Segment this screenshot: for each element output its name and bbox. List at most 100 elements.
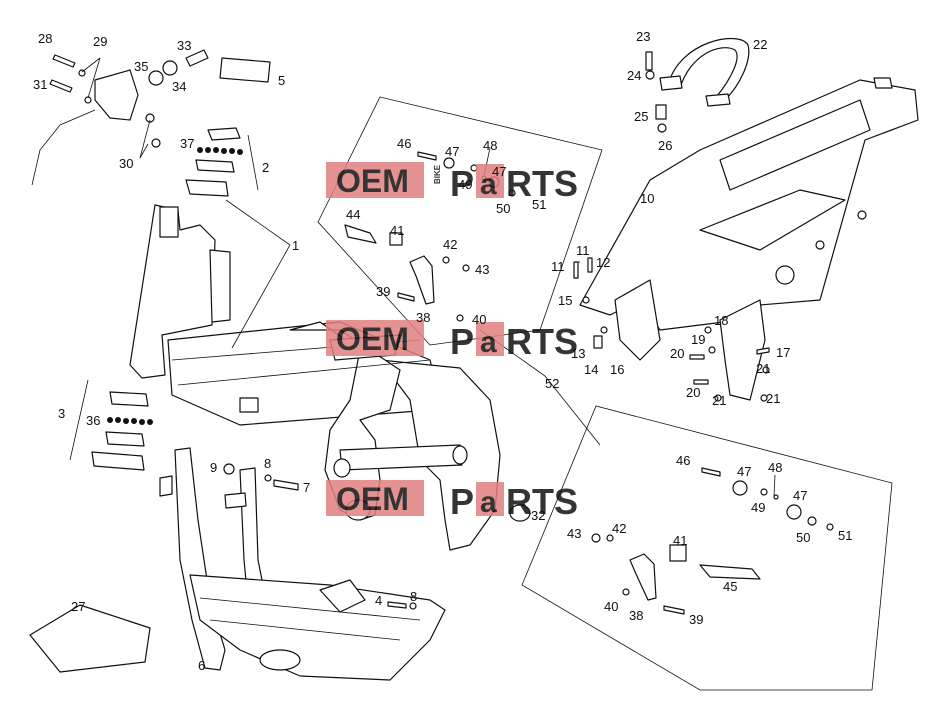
callout-label: 27 — [71, 599, 85, 614]
callout-label: 51 — [838, 528, 852, 543]
callout-label: 2 — [262, 160, 269, 175]
callout-label: 14 — [584, 362, 598, 377]
callout-label: 9 — [210, 460, 217, 475]
callout-label: 42 — [443, 237, 457, 252]
callout-label: 49 — [751, 500, 765, 515]
watermark-parts-a: a — [480, 486, 497, 519]
callout-label: 17 — [776, 345, 790, 360]
callout-label: 28 — [38, 31, 52, 46]
callout-label: 12 — [596, 255, 610, 270]
watermark-parts-rts: RTS — [506, 321, 578, 362]
watermark-parts-p: P — [450, 163, 474, 204]
watermark-oem: OEM — [336, 481, 409, 517]
callout-label: 29 — [93, 34, 107, 49]
grab-handle — [659, 37, 750, 107]
callout-label: 10 — [640, 191, 654, 206]
watermark-2: OEM P a RTS — [326, 320, 578, 362]
callout-label: 16 — [610, 362, 624, 377]
callout-label: 41 — [673, 533, 687, 548]
callout-label: 39 — [376, 284, 390, 299]
lower-cradle-frame — [159, 447, 446, 681]
callout-label: 48 — [483, 138, 497, 153]
callout-label: 7 — [303, 480, 310, 495]
callout-label: 38 — [629, 608, 643, 623]
callout-label: 13 — [571, 346, 585, 361]
callout-label: 47 — [737, 464, 751, 479]
callout-label: 46 — [676, 453, 690, 468]
callout-label: 1 — [292, 238, 299, 253]
watermark-3: OEM P a RTS — [326, 480, 578, 522]
callout-label: 46 — [397, 136, 411, 151]
lower-footrest-parts — [591, 467, 834, 615]
callout-label: 11 — [551, 259, 565, 274]
callout-label: 47 — [492, 164, 506, 179]
callout-label: 43 — [567, 526, 581, 541]
upper-footrest-parts — [344, 151, 516, 322]
callout-label: 34 — [172, 79, 186, 94]
callout-label: 26 — [658, 138, 672, 153]
watermark-parts-a: a — [480, 326, 497, 359]
callout-label: 8 — [264, 456, 271, 471]
callout-label: 37 — [180, 136, 194, 151]
callout-labels: 1 2 3 4 5 6 7 8 8 9 10 11 11 12 13 14 15… — [33, 29, 852, 673]
callout-label: 36 — [86, 413, 100, 428]
callout-label: 31 — [33, 77, 47, 92]
callout-label: 38 — [416, 310, 430, 325]
callout-label: 32 — [531, 508, 545, 523]
callout-label: 49 — [458, 177, 472, 192]
callout-label: 52 — [545, 376, 559, 391]
callout-label: 20 — [686, 385, 700, 400]
watermark-oem: OEM — [336, 163, 409, 199]
callout-label: 43 — [475, 262, 489, 277]
watermark-bike: BIKE — [433, 164, 442, 184]
watermark-parts-a: a — [480, 168, 497, 201]
callout-label: 44 — [346, 207, 360, 222]
misc-small-parts — [29, 463, 531, 673]
callout-label: 48 — [768, 460, 782, 475]
leader-lines — [81, 57, 776, 497]
callout-label: 42 — [612, 521, 626, 536]
callout-label: 22 — [753, 37, 767, 52]
callout-label: 25 — [634, 109, 648, 124]
top-left-fittings — [31, 49, 271, 186]
subframe-fasteners — [573, 51, 770, 402]
callout-label: 41 — [390, 223, 404, 238]
callout-label: 51 — [532, 197, 546, 212]
callout-label: 35 — [134, 59, 148, 74]
watermark-parts-p: P — [450, 321, 474, 362]
callout-label: 40 — [472, 312, 486, 327]
callout-label: 6 — [198, 658, 205, 673]
callout-label: 21 — [712, 393, 726, 408]
watermark-1: OEM BIKE P a RTS — [326, 162, 578, 204]
callout-label: 23 — [636, 29, 650, 44]
callout-label: 40 — [604, 599, 618, 614]
callout-label: 3 — [58, 406, 65, 421]
watermark-oem: OEM — [336, 321, 409, 357]
steering-bearing-top — [185, 127, 259, 197]
watermark-parts-rts: RTS — [506, 481, 578, 522]
callout-label: 33 — [177, 38, 191, 53]
callout-label: 30 — [119, 156, 133, 171]
callout-label: 21 — [756, 361, 770, 376]
callout-label: 11 — [576, 243, 590, 258]
lower-footrest-panel — [521, 405, 893, 691]
callout-label: 5 — [278, 73, 285, 88]
callout-label: 19 — [691, 332, 705, 347]
callout-label: 18 — [714, 313, 728, 328]
callout-label: 50 — [496, 201, 510, 216]
callout-label: 45 — [723, 579, 737, 594]
callout-label: 47 — [445, 144, 459, 159]
watermark-parts-p: P — [450, 481, 474, 522]
callout-label: 8 — [410, 589, 417, 604]
callout-label: 50 — [796, 530, 810, 545]
rear-subframe — [579, 77, 919, 401]
callout-label: 39 — [689, 612, 703, 627]
callout-label: 20 — [670, 346, 684, 361]
callout-label: 4 — [375, 593, 382, 608]
watermark-parts-rts: RTS — [506, 163, 578, 204]
callout-label: 15 — [558, 293, 572, 308]
steering-bearing-bottom — [69, 379, 153, 471]
callout-label: 24 — [627, 68, 641, 83]
